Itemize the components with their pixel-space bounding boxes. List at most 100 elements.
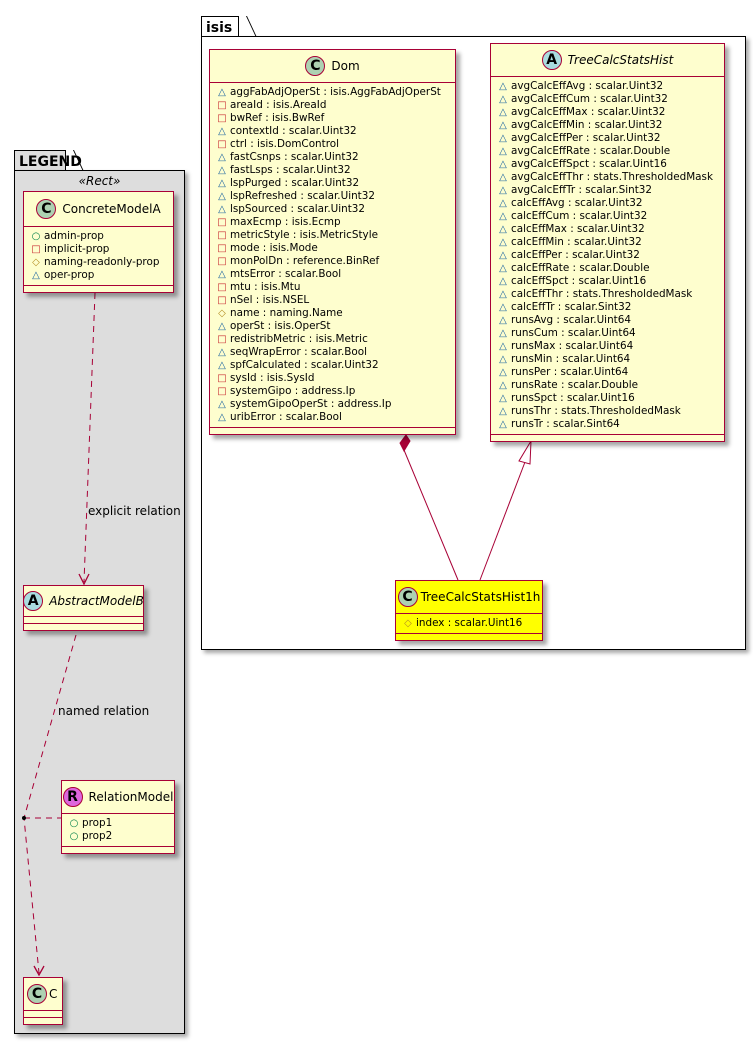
class-name: ConcreteModelA <box>62 202 161 216</box>
attribute-text: operSt : isis.OperSt <box>230 320 331 332</box>
class-c[interactable]: C C <box>23 977 63 1025</box>
class-relation-model[interactable]: R RelationModel ○prop1○prop2 <box>61 780 175 854</box>
attribute-text: metricStyle : isis.MetricStyle <box>230 229 378 241</box>
attribute-row: △runsPer : scalar.Uint64 <box>497 366 724 379</box>
attribute-row: △ avgCalcEffRate : scalar.Double <box>497 145 724 158</box>
attribute-row: △calcEffThr : stats.ThresholdedMask <box>497 288 724 301</box>
attribute-text: avgCalcEffAvg : scalar.Uint32 <box>511 80 664 92</box>
package-triangle-icon: △ <box>218 321 226 332</box>
attribute-text: maxEcmp : isis.Ecmp <box>230 216 341 228</box>
attribute-text: calcEffCum : scalar.Uint32 <box>511 210 648 222</box>
package-triangle-icon: △ <box>499 406 507 417</box>
class-tree-calc-stats-hist[interactable]: A TreeCalcStatsHist △avgCalcEffAvg : sca… <box>490 43 725 442</box>
protected-diamond-icon: ◇ <box>404 618 412 629</box>
attribute-row: △uribError : scalar.Bool <box>216 411 455 424</box>
attribute-text: runsMax : scalar.Uint64 <box>511 340 634 352</box>
class-abstract-model-b[interactable]: A AbstractModelB <box>23 585 144 631</box>
package-triangle-icon: △ <box>499 380 507 391</box>
attribute-row: △calcEffCum : scalar.Uint32 <box>497 210 724 223</box>
legend-stereotype: «Rect» <box>78 174 121 188</box>
attribute-row: △seqWrapError : scalar.Bool <box>216 346 455 359</box>
class-name: C <box>49 987 58 1001</box>
attribute-text: runsAvg : scalar.Uint64 <box>511 314 631 326</box>
attribute-row: △calcEffMax : scalar.Uint32 <box>497 223 724 236</box>
attribute-text: fastCsnps : scalar.Uint32 <box>230 151 359 163</box>
class-name: TreeCalcStatsHist <box>567 53 674 67</box>
package-triangle-icon: △ <box>218 152 226 163</box>
attribute-row: △systemGipoOperSt : address.Ip <box>216 398 455 411</box>
isis-package-tab: isis <box>201 16 239 36</box>
package-triangle-icon: △ <box>218 360 226 371</box>
attribute-row: △runsMin : scalar.Uint64 <box>497 353 724 366</box>
package-triangle-icon: △ <box>218 165 226 176</box>
attribute-row: △avgCalcEffCum : scalar.Uint32 <box>497 93 724 106</box>
attribute-text: contextId : scalar.Uint32 <box>230 125 357 137</box>
attribute-text: ctrl : isis.DomControl <box>230 138 339 150</box>
attribute-text: implicit-prop <box>44 243 110 255</box>
named-relation-arrowhead <box>33 965 45 977</box>
attribute-text: runsThr : stats.ThresholdedMask <box>511 405 681 417</box>
class-name: RelationModel <box>88 790 174 804</box>
attribute-text: runsSpct : scalar.Uint16 <box>511 392 635 404</box>
package-triangle-icon: △ <box>32 270 40 281</box>
class-concrete-model-a[interactable]: C ConcreteModelA ○admin-prop□implicit-pr… <box>23 191 174 293</box>
attribute-text: avgCalcEffPer : scalar.Uint32 <box>511 132 661 144</box>
attribute-row: △lspRefreshed : scalar.Uint32 <box>216 190 455 203</box>
attribute-text: calcEffTr : scalar.Sint32 <box>511 301 632 313</box>
attribute-row: △mtsError : scalar.Bool <box>216 268 455 281</box>
attribute-text: runsCum : scalar.Uint64 <box>511 327 636 339</box>
legend-package-tab: LEGEND <box>14 150 82 170</box>
attribute-text: avgCalcEffRate : scalar.Double <box>511 145 671 157</box>
package-triangle-icon: △ <box>218 269 226 280</box>
attribute-text: runsMin : scalar.Uint64 <box>511 353 631 365</box>
attribute-text: fastLsps : scalar.Uint32 <box>230 164 351 176</box>
attribute-row: ◇index : scalar.Uint16 <box>402 617 542 630</box>
attribute-list: ○prop1○prop2 <box>62 814 174 847</box>
public-circle-icon: ○ <box>69 818 79 829</box>
attribute-row: □nSel : isis.NSEL <box>216 294 455 307</box>
attribute-text: prop1 <box>82 817 113 829</box>
private-square-icon: □ <box>217 139 227 150</box>
package-triangle-icon: △ <box>499 81 507 92</box>
explicit-relation-label: explicit relation <box>88 504 181 518</box>
explicit-relation-arrowhead <box>78 573 90 586</box>
attribute-row: □maxEcmp : isis.Ecmp <box>216 216 455 229</box>
attribute-row: △ avgCalcEffAvg : scalar.Uint32 <box>497 80 724 93</box>
attribute-row: ○admin-prop <box>30 230 173 243</box>
class-badge-icon: C <box>305 56 326 76</box>
attribute-text: runsPer : scalar.Uint64 <box>511 366 629 378</box>
package-triangle-icon: △ <box>218 399 226 410</box>
attribute-row: □ctrl : isis.DomControl <box>216 138 455 151</box>
attribute-text: redistribMetric : isis.Metric <box>230 333 368 345</box>
public-circle-icon: ○ <box>31 231 41 242</box>
attribute-text: name : naming.Name <box>230 307 343 319</box>
attribute-text: areaId : isis.AreaId <box>230 99 327 111</box>
relation-badge-icon: R <box>62 787 83 807</box>
attribute-text: avgCalcEffSpct : scalar.Uint16 <box>511 158 667 170</box>
attribute-row: △avgCalcEffSpct : scalar.Uint16 <box>497 158 724 171</box>
package-triangle-icon: △ <box>499 146 507 157</box>
relation-junction-dot <box>22 816 26 820</box>
package-triangle-icon: △ <box>499 302 507 313</box>
class-tree-calc-stats-hist-1h[interactable]: C TreeCalcStatsHist1h ◇index : scalar.Ui… <box>395 580 543 641</box>
class-dom[interactable]: C Dom △aggFabAdjOperSt : isis.AggFabAdjO… <box>209 49 456 435</box>
attribute-row: △ runsRate : scalar.Double <box>497 379 724 392</box>
private-square-icon: □ <box>217 217 227 228</box>
attribute-row: □systemGipo : address.Ip <box>216 385 455 398</box>
attribute-text: avgCalcEffTr : scalar.Sint32 <box>511 184 652 196</box>
package-triangle-icon: △ <box>499 276 507 287</box>
attribute-row: ◇naming-readonly-prop <box>30 256 173 269</box>
attribute-row: △calcEffMin : scalar.Uint32 <box>497 236 724 249</box>
attribute-row: △ fastLsps : scalar.Uint32 <box>216 164 455 177</box>
package-triangle-icon: △ <box>499 94 507 105</box>
attribute-text: runsRate : scalar.Double <box>511 379 638 391</box>
attribute-text: nSel : isis.NSEL <box>230 294 310 306</box>
attribute-text: avgCalcEffThr : stats.ThresholdedMask <box>511 171 713 183</box>
package-triangle-icon: △ <box>499 393 507 404</box>
attribute-row: △ calcEffTr : scalar.Sint32 <box>497 301 724 314</box>
attribute-row: △spfCalculated : scalar.Uint32 <box>216 359 455 372</box>
isis-title: isis <box>206 20 233 36</box>
attribute-row: △contextId : scalar.Uint32 <box>216 125 455 138</box>
private-square-icon: □ <box>217 373 227 384</box>
private-square-icon: □ <box>217 295 227 306</box>
